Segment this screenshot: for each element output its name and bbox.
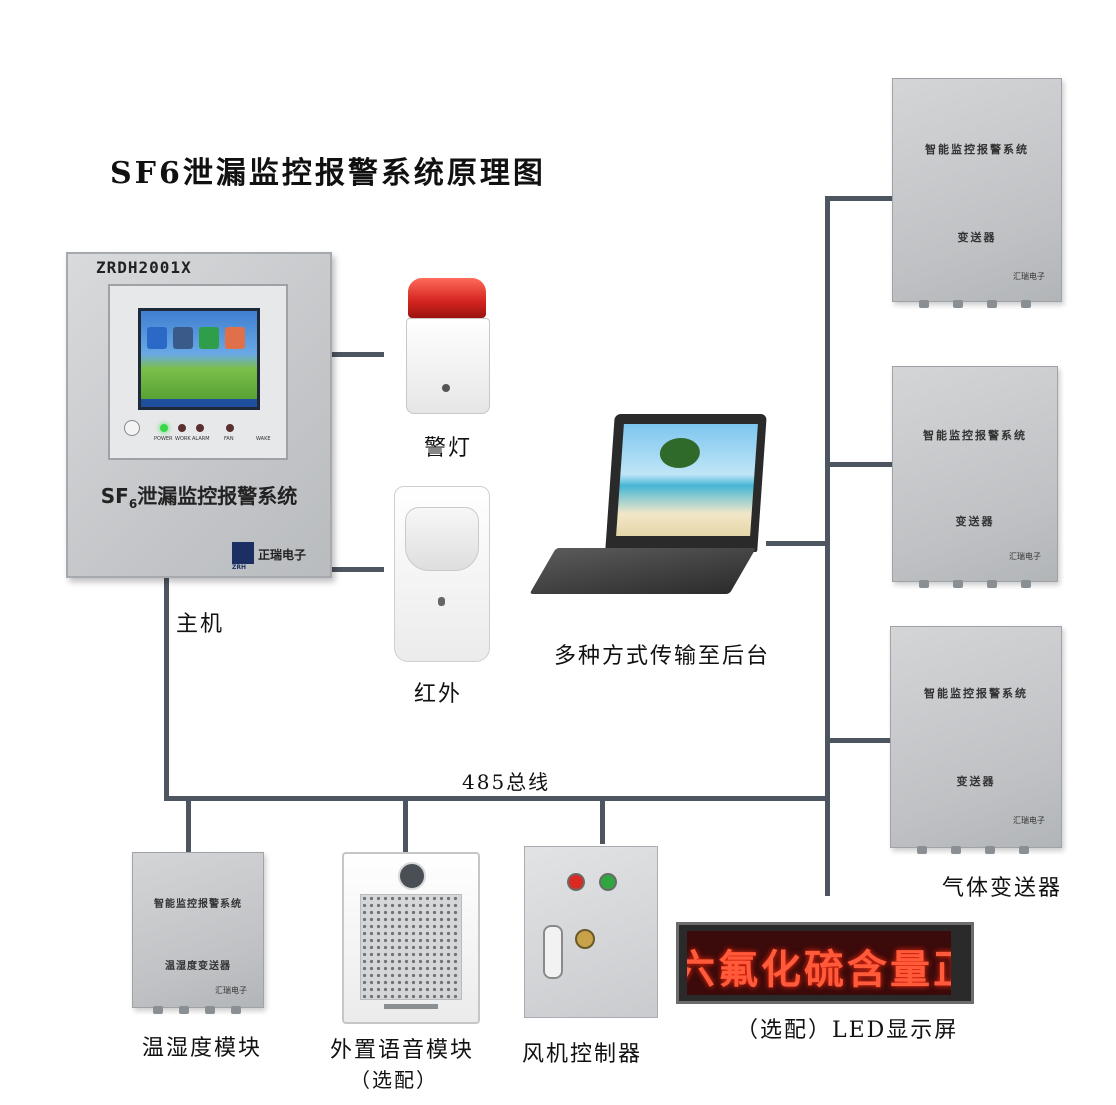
drop-wire-fan [600, 796, 605, 844]
branch-wire-tx1 [825, 196, 893, 201]
camera-icon [124, 420, 140, 436]
led-display-panel: 六氟化硫含量正 [687, 931, 951, 995]
voice-module-device [342, 852, 480, 1024]
transmitter-name: 变送器 [955, 515, 995, 528]
fan-controller-label: 风机控制器 [522, 1042, 643, 1067]
app-icon-signal [225, 327, 245, 349]
power-led-icon [160, 424, 168, 432]
temp-box-name: 温湿度变送器 [165, 961, 231, 972]
work-led-icon [178, 424, 186, 432]
transmitter-title: 智能监控报警系统 [924, 687, 1028, 700]
led-label-alarm: ALARM [192, 436, 210, 442]
host-touch-screen[interactable] [138, 308, 260, 410]
gas-transmitter-2: 智能监控报警系统 变送器 汇瑞电子 [892, 366, 1058, 588]
voice-module-label: 外置语音模块 [330, 1038, 475, 1063]
logo-text: 正瑞电子 [258, 548, 307, 562]
host-label: 主机 [176, 612, 225, 637]
fan-led-icon [226, 424, 234, 432]
logo-mark: ZRH [232, 564, 246, 571]
branch-wire-tx3 [825, 738, 893, 743]
gas-transmitter-1: 智能监控报警系统 变送器 汇瑞电子 [892, 78, 1062, 308]
transmitter-title: 智能监控报警系统 [925, 143, 1029, 156]
laptop-screen [616, 424, 758, 536]
port-row [903, 300, 1051, 308]
temp-box-logo: 汇瑞电子 [215, 986, 247, 995]
port-row [903, 580, 1047, 588]
transmitter-title: 智能监控报警系统 [923, 429, 1027, 442]
host-logo: ZRH 正瑞电子 [232, 542, 314, 571]
bus-label: 485总线 [462, 770, 551, 794]
ir-wire [330, 567, 384, 572]
transmitter-name: 变送器 [957, 231, 997, 244]
transmitter-logo: 汇瑞电子 [1013, 272, 1045, 281]
fan-controller-device [524, 846, 658, 1018]
temp-box-title: 智能监控报警系统 [154, 899, 242, 910]
drop-wire-temp [186, 796, 191, 854]
app-icon-info [147, 327, 167, 349]
backend-label: 多种方式传输至后台 [554, 644, 771, 669]
drop-wire-voice [403, 796, 408, 852]
red-button-icon[interactable] [567, 873, 585, 891]
led-label-wake: WAKE [256, 436, 271, 442]
laptop-keyboard[interactable] [529, 548, 756, 594]
branch-wire-tx2 [825, 462, 893, 467]
voice-module-optional-label: （选配） [350, 1068, 438, 1092]
port-row [143, 1006, 253, 1014]
gas-transmitter-label: 气体变送器 [942, 876, 1063, 901]
voice-slot [384, 1004, 438, 1009]
led-label-power: POWER [154, 436, 173, 442]
host-led-row: POWER WORK ALARM FAN WAKE [120, 418, 276, 448]
temp-humidity-device: 智能监控报警系统 温湿度变送器 汇瑞电子 [132, 852, 264, 1014]
transmitter-logo: 汇瑞电子 [1013, 816, 1045, 825]
led-screen-label: （选配）LED显示屏 [736, 1018, 959, 1043]
host-front-panel: POWER WORK ALARM FAN WAKE [108, 284, 288, 460]
laptop-wire [766, 541, 828, 546]
host-down-wire [164, 576, 169, 800]
led-label-work: WORK [175, 436, 191, 442]
switch-icon[interactable] [543, 925, 563, 979]
host-model-label: ZRDH2001X [96, 258, 192, 277]
transmitter-logo: 汇瑞电子 [1009, 552, 1041, 561]
app-icon-settings [173, 327, 193, 349]
taskbar [141, 399, 257, 407]
led-display-text: 六氟化硫含量正 [687, 947, 951, 993]
app-icon-add [199, 327, 219, 349]
voice-logo-icon [398, 862, 426, 890]
infrared-sensor-device [394, 486, 490, 662]
siren-wire [330, 352, 384, 357]
infrared-label: 红外 [414, 682, 463, 707]
gas-transmitter-3: 智能监控报警系统 变送器 汇瑞电子 [890, 626, 1062, 854]
green-button-icon[interactable] [599, 873, 617, 891]
led-display-device: 六氟化硫含量正 [676, 922, 974, 1004]
alarm-led-icon [196, 424, 204, 432]
main-host-cabinet: ZRDH2001X POWER WORK ALARM FAN WAKE SF6泄… [66, 252, 332, 578]
led-label-fan: FAN [224, 436, 234, 442]
bus-wire [164, 796, 830, 801]
siren-base [406, 318, 490, 414]
warning-light-device [404, 278, 490, 414]
palm-tree-icon [658, 438, 701, 468]
ir-lens-icon [405, 507, 479, 571]
speaker-grille-icon [360, 894, 462, 1000]
right-trunk-wire [825, 196, 830, 896]
warning-light-label: 警灯 [424, 436, 473, 461]
siren-screw-icon [442, 384, 450, 392]
page-title: SF6泄漏监控报警系统原理图 [110, 156, 546, 191]
ir-indicator-icon [438, 597, 445, 606]
laptop-device [529, 414, 768, 600]
port-row [901, 846, 1051, 854]
zrh-logo-icon [232, 542, 254, 564]
knob-icon[interactable] [575, 929, 595, 949]
siren-dome-icon [408, 278, 486, 318]
transmitter-name: 变送器 [956, 775, 996, 788]
temp-humidity-label: 温湿度模块 [142, 1036, 263, 1061]
host-title: SF6泄漏监控报警系统 [100, 484, 298, 511]
